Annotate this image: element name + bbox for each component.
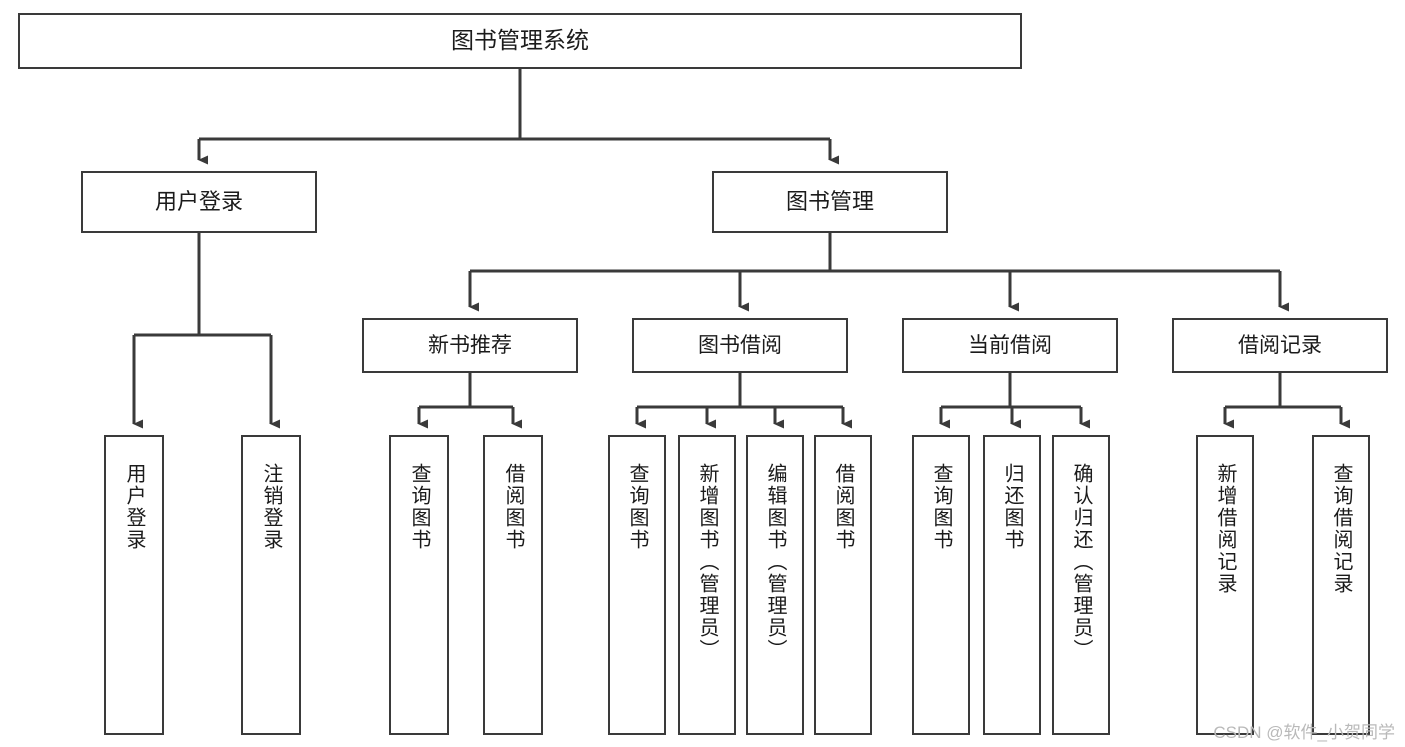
node-borrow-record-label: 借阅记录 bbox=[1238, 333, 1322, 357]
node-leaf-logout-label: 注销登录 bbox=[260, 463, 282, 551]
node-new-book-recommend[interactable]: 新书推荐 bbox=[362, 318, 578, 373]
node-leaf-query-book-1[interactable]: 查询图书 bbox=[389, 435, 449, 735]
node-new-book-recommend-label: 新书推荐 bbox=[428, 333, 512, 357]
node-borrow-record[interactable]: 借阅记录 bbox=[1172, 318, 1388, 373]
node-leaf-edit-book[interactable]: 编辑图书（管理员） bbox=[746, 435, 804, 735]
node-leaf-borrow-book-2[interactable]: 借阅图书 bbox=[814, 435, 872, 735]
node-book-borrow[interactable]: 图书借阅 bbox=[632, 318, 848, 373]
node-book-manage-label: 图书管理 bbox=[785, 188, 874, 214]
node-leaf-query-book-3[interactable]: 查询图书 bbox=[912, 435, 970, 735]
node-user-login-label: 用户登录 bbox=[154, 188, 243, 214]
connector-userlogin-to-leaves bbox=[132, 233, 280, 429]
connector-root-to-level2 bbox=[197, 69, 839, 165]
node-leaf-query-book-3-label: 查询图书 bbox=[930, 463, 952, 551]
node-leaf-query-book-2[interactable]: 查询图书 bbox=[608, 435, 666, 735]
node-book-manage[interactable]: 图书管理 bbox=[712, 171, 948, 233]
node-leaf-edit-book-label: 编辑图书（管理员） bbox=[764, 463, 786, 661]
node-leaf-borrow-book-2-label: 借阅图书 bbox=[832, 463, 854, 551]
node-leaf-user-login[interactable]: 用户登录 bbox=[104, 435, 164, 735]
node-leaf-borrow-book-1-label: 借阅图书 bbox=[502, 463, 524, 551]
node-leaf-confirm-return[interactable]: 确认归还（管理员） bbox=[1052, 435, 1110, 735]
node-leaf-add-record[interactable]: 新增借阅记录 bbox=[1196, 435, 1254, 735]
node-leaf-return-book[interactable]: 归还图书 bbox=[983, 435, 1041, 735]
node-leaf-add-book-label: 新增图书（管理员） bbox=[696, 463, 718, 661]
connector-bookmanage-to-level3 bbox=[468, 233, 1289, 312]
connector-currentborrow-to-leaves bbox=[939, 373, 1090, 429]
node-leaf-query-record[interactable]: 查询借阅记录 bbox=[1312, 435, 1370, 735]
node-leaf-query-book-1-label: 查询图书 bbox=[408, 463, 430, 551]
connector-newbook-to-leaves bbox=[417, 373, 522, 429]
node-root-label: 图书管理系统 bbox=[451, 27, 589, 54]
node-leaf-borrow-book-1[interactable]: 借阅图书 bbox=[483, 435, 543, 735]
node-leaf-add-record-label: 新增借阅记录 bbox=[1214, 463, 1236, 595]
connector-bookborrow-to-leaves bbox=[635, 373, 852, 429]
connector-borrowrecord-to-leaves bbox=[1223, 373, 1350, 429]
node-book-borrow-label: 图书借阅 bbox=[698, 333, 782, 357]
node-leaf-add-book[interactable]: 新增图书（管理员） bbox=[678, 435, 736, 735]
node-leaf-query-book-2-label: 查询图书 bbox=[626, 463, 648, 551]
node-leaf-confirm-return-label: 确认归还（管理员） bbox=[1070, 463, 1092, 661]
node-leaf-logout[interactable]: 注销登录 bbox=[241, 435, 301, 735]
node-current-borrow-label: 当前借阅 bbox=[968, 333, 1052, 357]
node-leaf-return-book-label: 归还图书 bbox=[1001, 463, 1023, 551]
node-leaf-query-record-label: 查询借阅记录 bbox=[1330, 463, 1352, 595]
node-current-borrow[interactable]: 当前借阅 bbox=[902, 318, 1118, 373]
node-leaf-user-login-label: 用户登录 bbox=[123, 463, 145, 551]
node-root-system[interactable]: 图书管理系统 bbox=[18, 13, 1022, 69]
node-user-login[interactable]: 用户登录 bbox=[81, 171, 317, 233]
